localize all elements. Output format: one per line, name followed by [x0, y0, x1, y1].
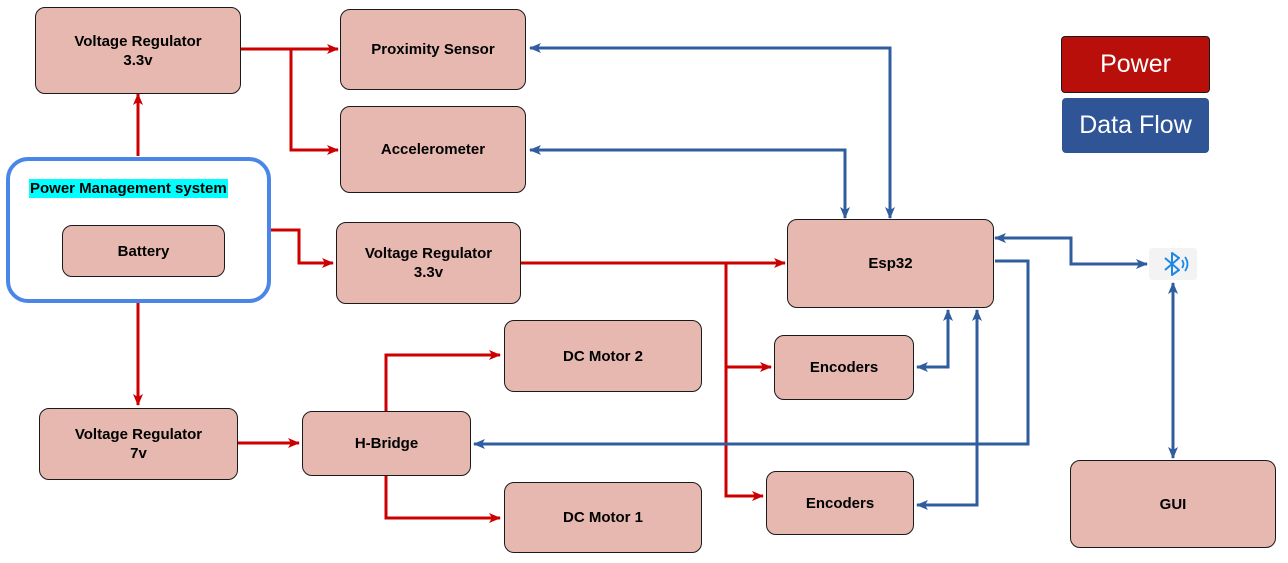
- voltage-regulator-3v3-top-value: 3.3v: [123, 51, 153, 69]
- power-wire-hbridge-to-dc2: [384, 350, 501, 411]
- bluetooth-icon: [1149, 248, 1197, 280]
- power-wire-pms-to-vr-mid: [269, 228, 334, 268]
- gui-box: GUI: [1070, 460, 1276, 548]
- accelerometer-box: Accelerometer: [340, 106, 526, 193]
- encoders-top-label: Encoders: [809, 359, 879, 376]
- h-bridge-box: H-Bridge: [302, 411, 471, 476]
- dc-motor-2-box: DC Motor 2: [504, 320, 702, 392]
- power-wire-hbridge-to-dc1: [384, 476, 501, 523]
- dc-motor-1-box: DC Motor 1: [504, 482, 702, 553]
- power-wire-to-encoders-top: [724, 263, 772, 372]
- legend-power-label: Power: [1100, 50, 1171, 78]
- dc-motor-2-label: DC Motor 2: [563, 347, 643, 365]
- esp32-label: Esp32: [868, 255, 913, 272]
- voltage-regulator-3v3-mid-box: Voltage Regulator 3.3v: [336, 222, 521, 304]
- battery-box: Battery: [62, 225, 225, 277]
- power-wire-to-encoders-bottom: [724, 367, 764, 501]
- voltage-regulator-3v3-top-box: Voltage Regulator 3.3v: [35, 7, 241, 94]
- voltage-regulator-7v-value: 7v: [130, 445, 147, 462]
- h-bridge-label: H-Bridge: [354, 435, 419, 452]
- voltage-regulator-3v3-mid-label: Voltage Regulator: [364, 245, 493, 262]
- voltage-regulator-7v-box: Voltage Regulator 7v: [39, 408, 238, 480]
- power-management-system-title: Power Management system: [29, 179, 228, 198]
- data-wire-esp32-bluetooth: [994, 233, 1148, 269]
- proximity-sensor-box: Proximity Sensor: [340, 9, 526, 90]
- power-wire-vr-top-to-accelerometer: [289, 49, 339, 155]
- voltage-regulator-3v3-top-label: Voltage Regulator: [74, 32, 202, 50]
- dc-motor-1-label: DC Motor 1: [563, 509, 643, 526]
- battery-label: Battery: [117, 242, 170, 260]
- legend-data-flow: Data Flow: [1062, 98, 1209, 153]
- legend-data-flow-label: Data Flow: [1079, 111, 1192, 139]
- gui-label: GUI: [1159, 495, 1187, 513]
- encoders-top-box: Encoders: [774, 335, 914, 400]
- proximity-sensor-label: Proximity Sensor: [371, 41, 495, 58]
- encoders-bottom-label: Encoders: [805, 494, 875, 512]
- voltage-regulator-7v-label: Voltage Regulator: [74, 426, 203, 443]
- voltage-regulator-3v3-mid-value: 3.3v: [413, 264, 444, 281]
- encoders-bottom-box: Encoders: [766, 471, 914, 535]
- data-wire-esp32-encoders-bottom: [916, 309, 982, 510]
- legend-power: Power: [1061, 36, 1210, 93]
- data-wire-esp32-encoders-top: [916, 309, 953, 372]
- data-wire-esp32-accelerometer: [529, 145, 850, 219]
- accelerometer-label: Accelerometer: [380, 141, 486, 158]
- data-wire-esp32-proximity: [529, 43, 895, 219]
- esp32-box: Esp32: [787, 219, 994, 308]
